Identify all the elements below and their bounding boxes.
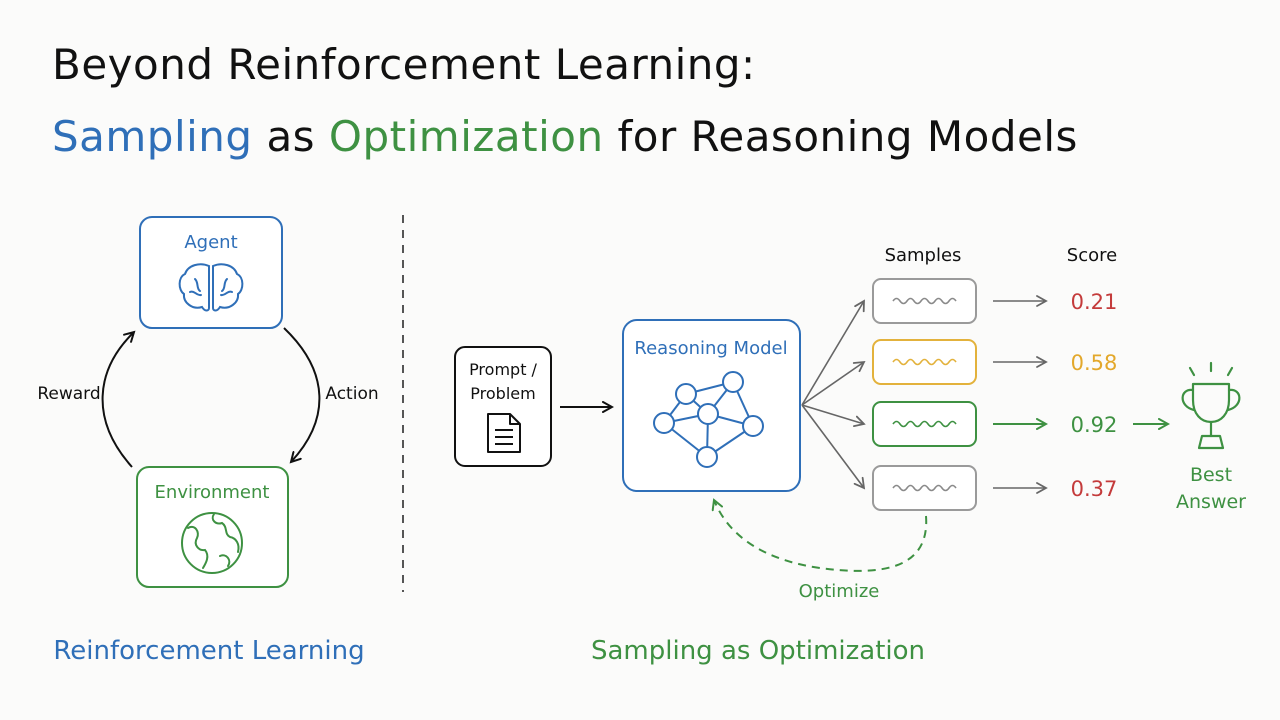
title-line-2: Sampling as Optimization for Reasoning M…: [52, 112, 1078, 161]
title-as: as: [252, 112, 329, 161]
samples: 0.21 0.58 0.92 0.37: [801, 278, 1118, 511]
samples-header: Samples: [885, 245, 962, 266]
reward-label: Reward: [37, 384, 100, 404]
sample-score: 0.21: [1071, 290, 1118, 314]
sample-row: 0.92: [801, 401, 1118, 447]
sample-box: [872, 401, 977, 447]
score-header: Score: [1067, 245, 1117, 266]
sample-row: 0.58: [801, 339, 1118, 406]
fan-arrow: [801, 404, 866, 428]
prompt-label-1: Prompt /: [469, 360, 537, 379]
reasoning-model-box: Reasoning Model: [622, 319, 801, 492]
sample-score: 0.92: [1071, 413, 1118, 437]
reasoning-model-label: Reasoning Model: [634, 338, 787, 359]
sample-row: 0.21: [801, 278, 1118, 406]
sampling-caption: Sampling as Optimization: [591, 636, 925, 666]
brain-icon: [178, 263, 244, 312]
sample-box: [872, 339, 977, 385]
best-label-2: Answer: [1176, 491, 1246, 513]
optimize-label: Optimize: [799, 581, 880, 602]
squiggle-icon: [892, 297, 957, 305]
globe-icon: [181, 512, 243, 574]
prompt-box: Prompt / Problem: [454, 346, 552, 467]
sample-box: [872, 278, 977, 324]
agent-box: Agent: [139, 216, 283, 329]
agent-label: Agent: [184, 232, 237, 253]
fan-arrow: [801, 360, 866, 406]
sample-score: 0.58: [1071, 351, 1118, 375]
action-label: Action: [325, 384, 378, 404]
network-icon: [653, 371, 764, 468]
fan-arrow: [801, 299, 865, 406]
sample-row: 0.37: [801, 404, 1118, 511]
document-icon: [487, 413, 521, 453]
best-label-1: Best: [1190, 464, 1232, 486]
rl-caption: Reinforcement Learning: [53, 636, 364, 666]
squiggle-icon: [892, 484, 957, 492]
sample-score: 0.37: [1071, 477, 1118, 501]
squiggle-icon: [892, 420, 957, 428]
action-arrow: [283, 327, 321, 462]
squiggle-icon: [892, 358, 957, 366]
title-optimization: Optimization: [328, 112, 604, 161]
environment-label: Environment: [155, 482, 270, 503]
title-sampling: Sampling: [52, 112, 253, 161]
title-line-1: Beyond Reinforcement Learning:: [52, 40, 756, 89]
fan-arrow: [801, 404, 866, 490]
reward-arrow: [101, 332, 134, 468]
trophy-icon: [1181, 361, 1241, 450]
sample-box: [872, 465, 977, 511]
environment-box: Environment: [136, 466, 289, 588]
prompt-label-2: Problem: [470, 384, 535, 403]
title-rest: for Reasoning Models: [603, 112, 1078, 161]
